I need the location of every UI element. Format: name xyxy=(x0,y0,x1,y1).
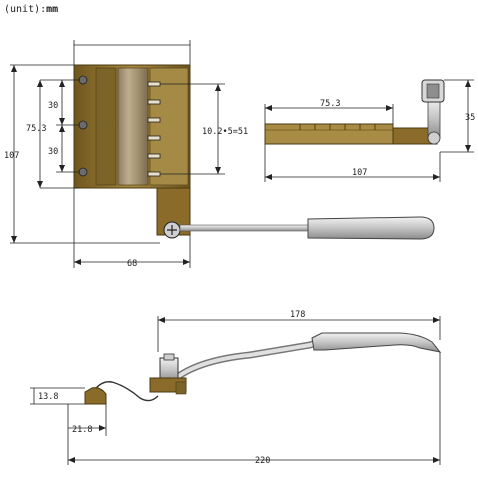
dim-overall-label: 220 xyxy=(255,456,270,466)
dim-arm-label: 178 xyxy=(290,310,305,320)
side-collar-icon xyxy=(427,131,441,145)
dim-height-label: 35 xyxy=(465,113,475,123)
profile-arm-tip-sleeve xyxy=(311,332,442,353)
dim-span-middle-label: 75.3 xyxy=(26,124,46,134)
plate-right-panel xyxy=(149,67,189,186)
arm-tip-sleeve xyxy=(307,216,435,240)
tremolo-arm-rod xyxy=(179,224,311,232)
screw-middle-icon xyxy=(78,120,88,130)
dim-span-lower-label: 30 xyxy=(48,147,58,157)
profile-spring-wire xyxy=(91,381,159,402)
dim-width-label: 68 xyxy=(127,259,137,269)
profile-view: 178 13.8 21.8 220 xyxy=(30,310,442,466)
plate-center-panel xyxy=(117,67,149,186)
side-slot-marks xyxy=(299,124,376,130)
dim-slot-pitch-label: 10.2•5=51 xyxy=(202,127,248,137)
side-bar xyxy=(264,123,394,145)
unit-note: (unit):mm xyxy=(4,4,58,15)
unit-label: (unit): xyxy=(4,4,47,15)
top-view: 107 75.3 30 30 10.2•5=51 xyxy=(4,40,435,269)
dim-total-height-label: 107 xyxy=(4,151,19,161)
dim-span-upper-label: 30 xyxy=(48,101,58,111)
dim-length-label: 107 xyxy=(352,168,367,178)
screw-bottom-icon xyxy=(78,167,88,177)
plate-inner-strip xyxy=(95,67,117,186)
dim-length-upper-label: 75.3 xyxy=(320,99,340,109)
dim-block-width-label: 21.8 xyxy=(72,425,92,435)
screw-top-icon xyxy=(78,75,88,85)
side-view: 75.3 35 107 xyxy=(264,79,475,182)
dim-block-height-label: 13.8 xyxy=(38,392,58,402)
profile-base-block xyxy=(84,387,107,405)
unit-value: mm xyxy=(46,4,59,15)
